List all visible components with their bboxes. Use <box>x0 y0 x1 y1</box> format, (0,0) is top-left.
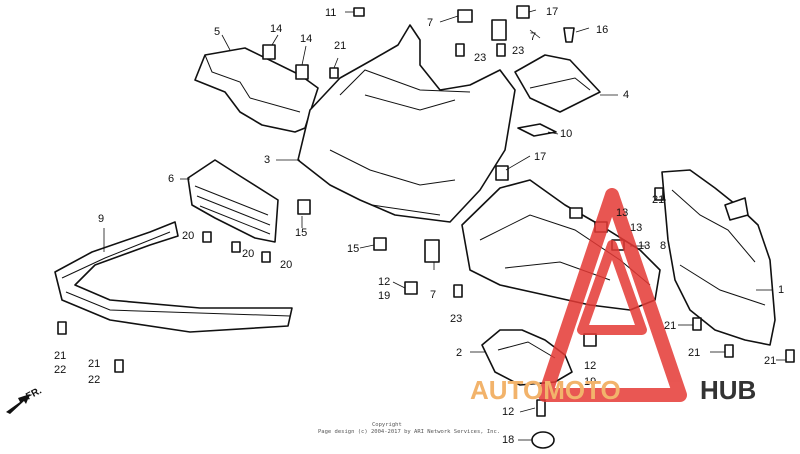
callout-4: 4 <box>623 89 629 101</box>
part-11-screw <box>353 7 365 17</box>
part-12-screw-a <box>404 281 418 295</box>
fasteners <box>57 5 795 449</box>
callout-7a: 7 <box>427 17 433 29</box>
part-17-clip-b <box>495 165 509 181</box>
watermark-triangle <box>538 188 687 402</box>
callout-17a: 17 <box>546 6 558 18</box>
part-3-front-shell <box>297 24 516 223</box>
callout-20b: 20 <box>242 248 254 260</box>
callout-20a: 20 <box>182 230 194 242</box>
part-6-grille <box>187 159 279 243</box>
callout-23b: 23 <box>512 45 524 57</box>
watermark-logo: AUTOMOTO HUB <box>470 375 756 405</box>
callout-21a: 21 <box>54 350 66 362</box>
part-inner-cover <box>461 179 661 311</box>
callout-11: 11 <box>325 7 336 19</box>
callout-21g: 21 <box>764 355 776 367</box>
part-7-bracket-b <box>491 19 507 41</box>
callout-8: 8 <box>660 240 666 252</box>
watermark-text-automoto: AUTOMOTO <box>470 375 621 405</box>
callout-19b: 19 <box>584 376 596 388</box>
part-15-clip-a <box>297 199 311 215</box>
part-9-bumper <box>54 221 293 333</box>
part-14-clip-b <box>295 64 309 80</box>
callout-13a: 13 <box>616 207 628 219</box>
callout-3: 3 <box>264 154 270 166</box>
callout-23a: 23 <box>474 52 486 64</box>
callout-13b: 13 <box>630 222 642 234</box>
part-21-screw-e <box>692 317 702 331</box>
leader-lines <box>103 9 786 441</box>
callout-16: 16 <box>596 24 608 36</box>
callout-12c: 12 <box>502 406 514 418</box>
part-23-screw-c <box>453 284 463 298</box>
callout-21d: 21 <box>652 194 664 206</box>
callout-15b: 15 <box>347 243 359 255</box>
callout-14a: 14 <box>270 23 282 35</box>
part-12-screw-b <box>583 333 597 347</box>
part-21-screw-f <box>724 344 734 358</box>
callout-10: 10 <box>560 128 572 140</box>
part-20-screw-b <box>231 241 241 253</box>
callout-18: 18 <box>502 434 514 446</box>
callout-23c: 23 <box>450 313 462 325</box>
part-18-grommet <box>531 431 555 449</box>
callout-17b: 17 <box>534 151 546 163</box>
callout-labels: 1 2 3 4 5 6 7 7 7 8 9 10 11 12 12 12 13 … <box>54 6 784 446</box>
part-21-screw-b <box>114 359 124 373</box>
callout-2: 2 <box>456 347 462 359</box>
part-7-bracket-c <box>424 239 440 263</box>
callout-19a: 19 <box>378 290 390 302</box>
part-15-clip-b <box>373 237 387 251</box>
callout-7c: 7 <box>430 289 436 301</box>
callout-20c: 20 <box>280 259 292 271</box>
part-23-screw-a <box>455 43 465 57</box>
callout-22b: 22 <box>88 374 100 386</box>
callout-14b: 14 <box>300 33 312 45</box>
part-1-side-panel <box>661 169 776 346</box>
callout-15a: 15 <box>295 227 307 239</box>
callout-22a: 22 <box>54 364 66 376</box>
part-20-screw-a <box>202 231 212 243</box>
part-4-cover <box>514 54 601 113</box>
callout-21b: 21 <box>88 358 100 370</box>
part-21-screw-g <box>785 349 795 363</box>
callout-1: 1 <box>778 284 784 296</box>
callout-21e: 21 <box>664 320 676 332</box>
part-23-screw-b <box>496 43 506 57</box>
callout-12b: 12 <box>584 360 596 372</box>
part-20-screw-c <box>261 251 271 263</box>
part-17-clip-a <box>516 5 530 19</box>
part-14-clip-a <box>262 44 276 60</box>
front-label: FR. <box>24 385 44 402</box>
callout-13c: 13 <box>638 240 650 252</box>
part-21-screw-d <box>654 187 664 201</box>
part-21-screw-a <box>57 321 67 335</box>
callout-21c: 21 <box>334 40 346 52</box>
part-13-nut-a <box>569 207 583 219</box>
part-16-bolt <box>563 27 575 43</box>
watermark-text-hub: HUB <box>700 375 756 405</box>
part-21-screw-c <box>329 67 339 79</box>
callout-9: 9 <box>98 213 104 225</box>
copyright-line1: Copyright <box>372 422 402 428</box>
callout-6: 6 <box>168 173 174 185</box>
callout-12a: 12 <box>378 276 390 288</box>
part-10-decal <box>517 123 557 137</box>
copyright-line2: Page design (c) 2004-2017 by ARI Network… <box>318 429 500 435</box>
callout-21f: 21 <box>688 347 700 359</box>
callout-5: 5 <box>214 26 220 38</box>
front-direction-arrow: FR. <box>6 385 44 414</box>
callout-7b: 7 <box>530 31 536 43</box>
part-5-cover <box>194 47 319 133</box>
part-7-bracket-a <box>457 9 473 23</box>
